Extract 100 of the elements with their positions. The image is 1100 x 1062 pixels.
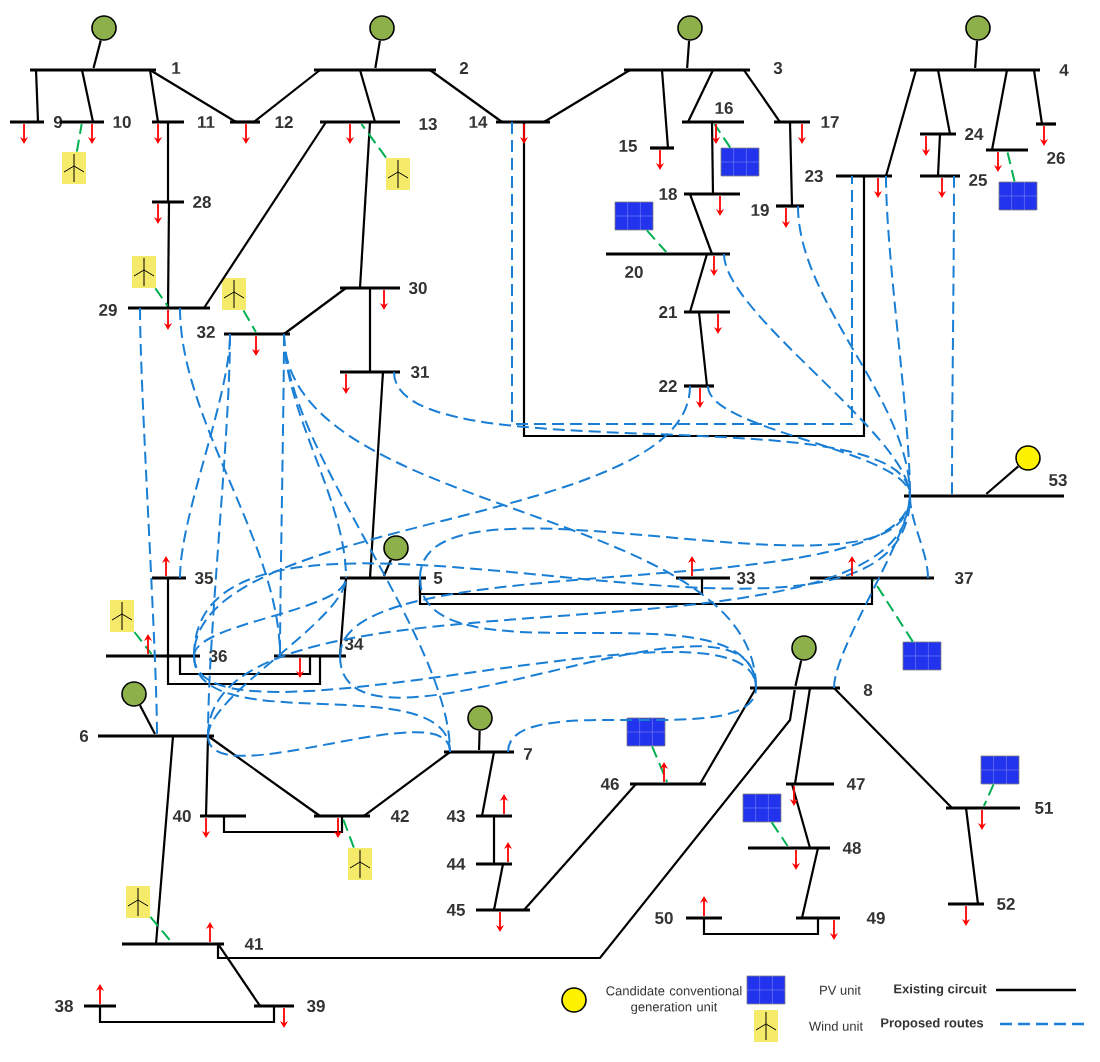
circuit-line [936,69,952,135]
bus-number: 28 [193,196,211,208]
generator-stem [92,40,102,69]
circuit-line [688,193,714,255]
circuit-line [358,121,372,289]
solar-panel-icon [980,755,1020,785]
bus-number: 44 [446,858,466,870]
bus-number: 25 [969,174,987,186]
proposed-route [179,333,231,579]
bus-number: 14 [469,116,488,128]
wind-turbine-icon [110,600,134,632]
bus-number: 51 [1035,802,1053,814]
circuit-line [207,735,321,817]
proposed-route [207,731,451,757]
bus-number: 41 [244,938,263,950]
generator-stem [477,730,481,751]
bus-number: 3 [773,62,783,75]
circuit-line [368,371,385,579]
proposed-route [419,577,757,689]
solar-panel-icon [720,147,760,177]
connection-line [133,631,153,655]
generator-circle [383,535,409,561]
circuit-line [480,751,496,817]
circuit-line [884,69,918,177]
bus-number: 53 [1049,474,1067,486]
bus-number: 5 [433,572,443,584]
circuit-line [149,69,237,123]
connection-line [982,783,995,807]
circuit-line [253,69,321,123]
bus-number: 48 [842,842,861,854]
wind-turbine-icon [222,278,246,310]
circuit-line [166,202,171,308]
bus-number: 47 [846,778,865,790]
circuit-line [523,783,637,911]
wind-turbine-icon [126,886,150,918]
solar-panel-icon [742,793,782,823]
wind-turbine-icon [386,158,410,190]
bus-number: 42 [390,810,409,822]
proposed-route [193,577,347,657]
bus-number: 50 [655,912,673,924]
circuit-line [358,69,377,123]
solar-panel-icon [614,201,654,231]
bus-number: 7 [524,748,532,760]
wind-turbine-icon [348,848,372,880]
bus-number: 19 [751,204,769,216]
generator-circle [1015,445,1041,471]
wind-turbine-icon [62,152,86,184]
circuit-line [34,69,40,123]
connection-line [154,287,169,307]
solar-panel-icon [626,717,666,747]
generator-stem [686,40,691,69]
circuit-line [1032,69,1044,125]
circuit-line [697,311,709,387]
circuit-line [203,121,327,309]
circuit-line [222,816,344,834]
generator-circle [677,15,703,41]
circuit-line [148,69,160,123]
circuit-line [492,863,505,911]
bus-number: 18 [659,188,677,200]
generator-circle [91,15,117,41]
circuit-line [166,578,322,686]
proposed-route [139,307,158,737]
bus-number: 52 [997,898,1015,910]
connection-line [341,817,355,849]
connection-line [713,123,732,149]
circuit-line [204,735,210,816]
circuit-line [788,122,794,207]
circuit-line [217,943,261,1007]
generator-stem [138,704,156,735]
bus-number: 49 [866,912,885,924]
bus-number: 21 [659,306,677,318]
connection-line [1006,151,1016,183]
bus-number: 15 [619,140,637,152]
circuit-line [688,253,709,313]
generator-stem [382,559,392,577]
circuit-line [368,288,372,372]
generator-stem [374,40,381,69]
connection-line [75,123,83,153]
bus-number: 1 [172,62,181,74]
bus-number: 20 [625,266,643,278]
proposed-route [707,385,911,497]
circuit-line [702,918,820,936]
bus-number: 2 [459,62,469,74]
bus-number: 35 [194,572,213,584]
circuit-line [790,783,812,849]
proposed-route [193,655,451,753]
bus-number: 39 [306,999,325,1012]
proposed-route [951,175,955,497]
bus-number: 24 [965,128,984,140]
bus-number: 6 [79,730,89,742]
circuit-line [418,578,874,606]
circuit-line [687,69,714,123]
generator-circle [121,681,147,707]
bus-number: 12 [275,116,293,128]
bus-number: 33 [736,572,755,584]
generator-stem [794,660,803,687]
bus-number: 8 [863,684,873,696]
bus-number: 43 [446,809,465,822]
bus-number: 32 [196,326,215,339]
circuit-line [800,847,820,919]
